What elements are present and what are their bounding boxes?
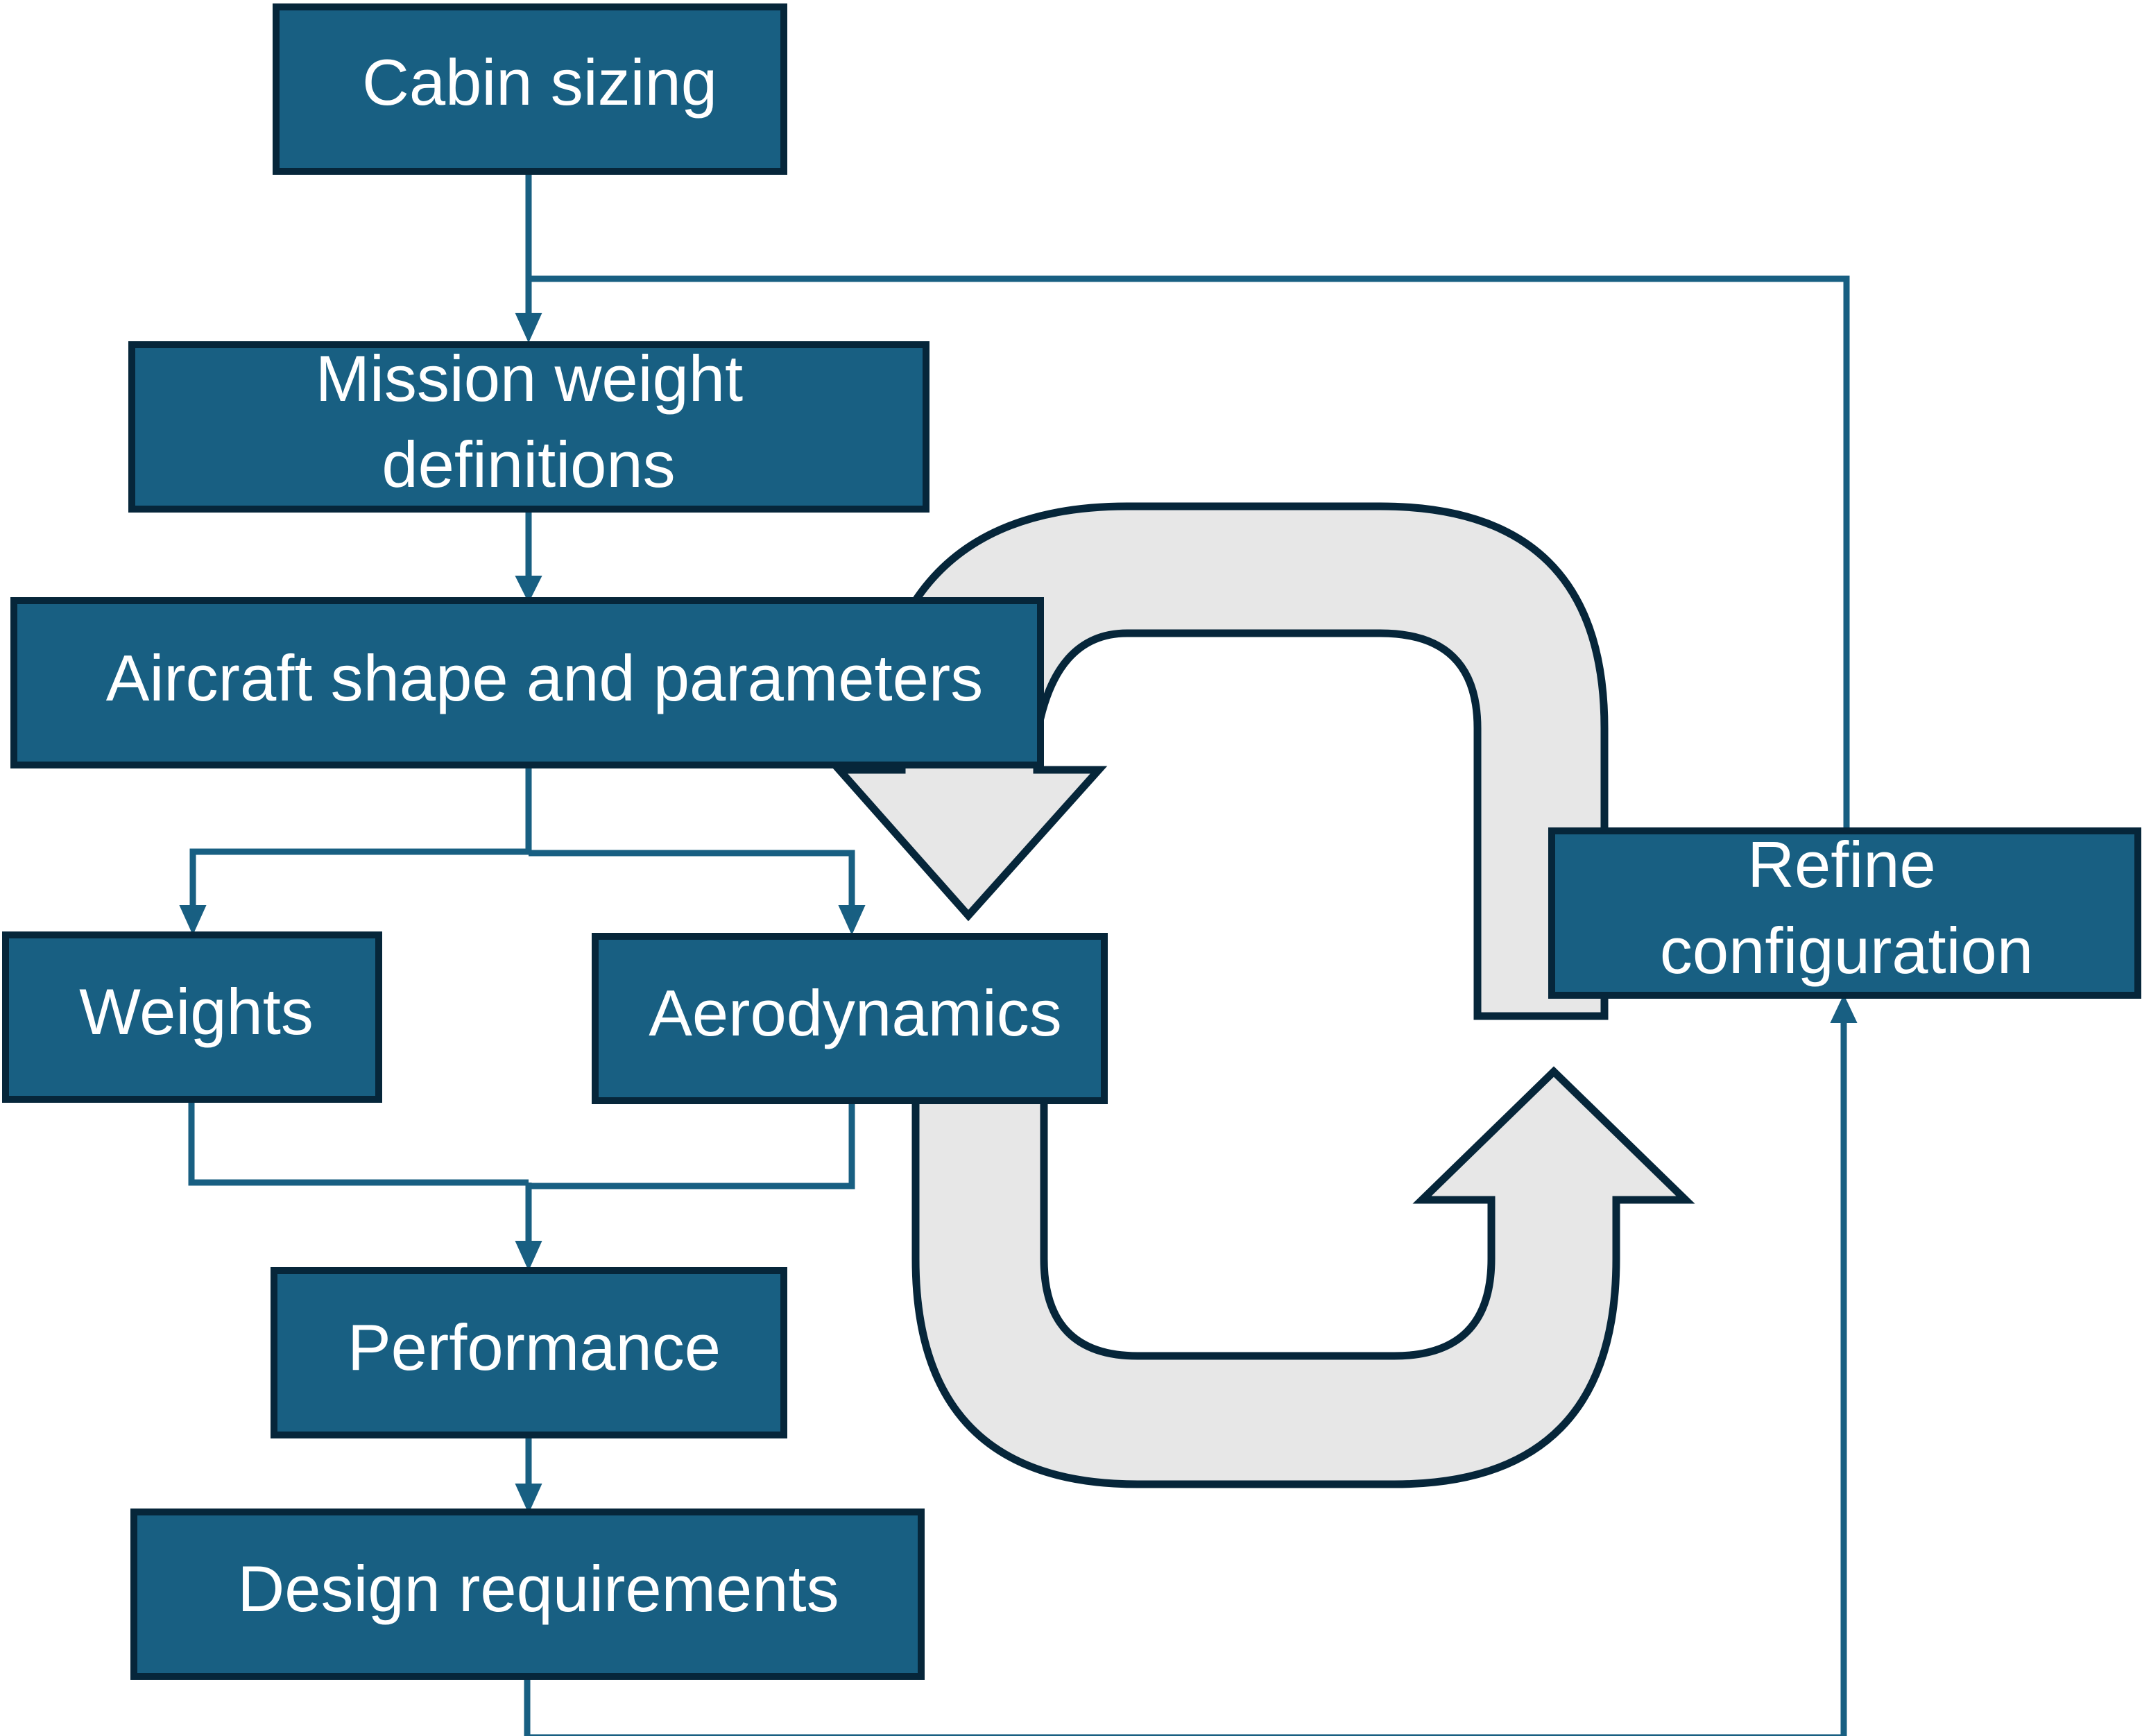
arrowhead-mission (515, 313, 542, 343)
refine-configuration-label: Refine configuration (1660, 828, 2033, 987)
connector-refine-feedback (531, 275, 1850, 831)
connectors (179, 172, 1858, 1736)
connector-split-weights (189, 848, 529, 917)
arrowhead-design (515, 1484, 542, 1514)
arrowhead-weights (179, 905, 207, 936)
arrowhead-refine (1830, 994, 1858, 1023)
performance-box: Performance (271, 1267, 787, 1438)
cabin-sizing-box: Cabin sizing (273, 3, 787, 175)
mission-weight-box: Mission weight definitions (128, 341, 929, 513)
refine-configuration-label-line2: configuration (1660, 914, 2033, 987)
connector-merge-weights (188, 1100, 529, 1186)
connector-split-aero (529, 850, 855, 917)
arrowhead-aero (838, 905, 866, 936)
aircraft-shape-box: Aircraft shape and parameters (10, 597, 1044, 768)
refine-configuration-box: Refine configuration (1548, 827, 2141, 999)
cabin-sizing-label: Cabin sizing (362, 46, 717, 119)
mission-weight-label: Mission weight definitions (316, 342, 762, 501)
connector-design-to-refine (524, 1011, 1847, 1736)
aircraft-shape-label: Aircraft shape and parameters (106, 642, 983, 714)
arrowhead-performance (515, 1241, 542, 1271)
mission-weight-label-line1: Mission weight (316, 342, 743, 415)
connector-merge-aero (529, 1101, 855, 1189)
mission-weight-label-line2: definitions (382, 428, 675, 501)
performance-label: Performance (348, 1311, 721, 1384)
loop-arrow-lower (911, 1066, 1695, 1488)
aerodynamics-box: Aerodynamics (592, 933, 1108, 1104)
weights-label: Weights (79, 975, 314, 1048)
design-requirements-label: Design requirements (237, 1552, 839, 1625)
aerodynamics-label: Aerodynamics (649, 977, 1062, 1049)
weights-box: Weights (2, 931, 382, 1103)
arrowhead-shape (515, 576, 542, 603)
design-requirements-box: Design requirements (130, 1509, 925, 1680)
refine-configuration-label-line1: Refine (1747, 828, 1936, 901)
